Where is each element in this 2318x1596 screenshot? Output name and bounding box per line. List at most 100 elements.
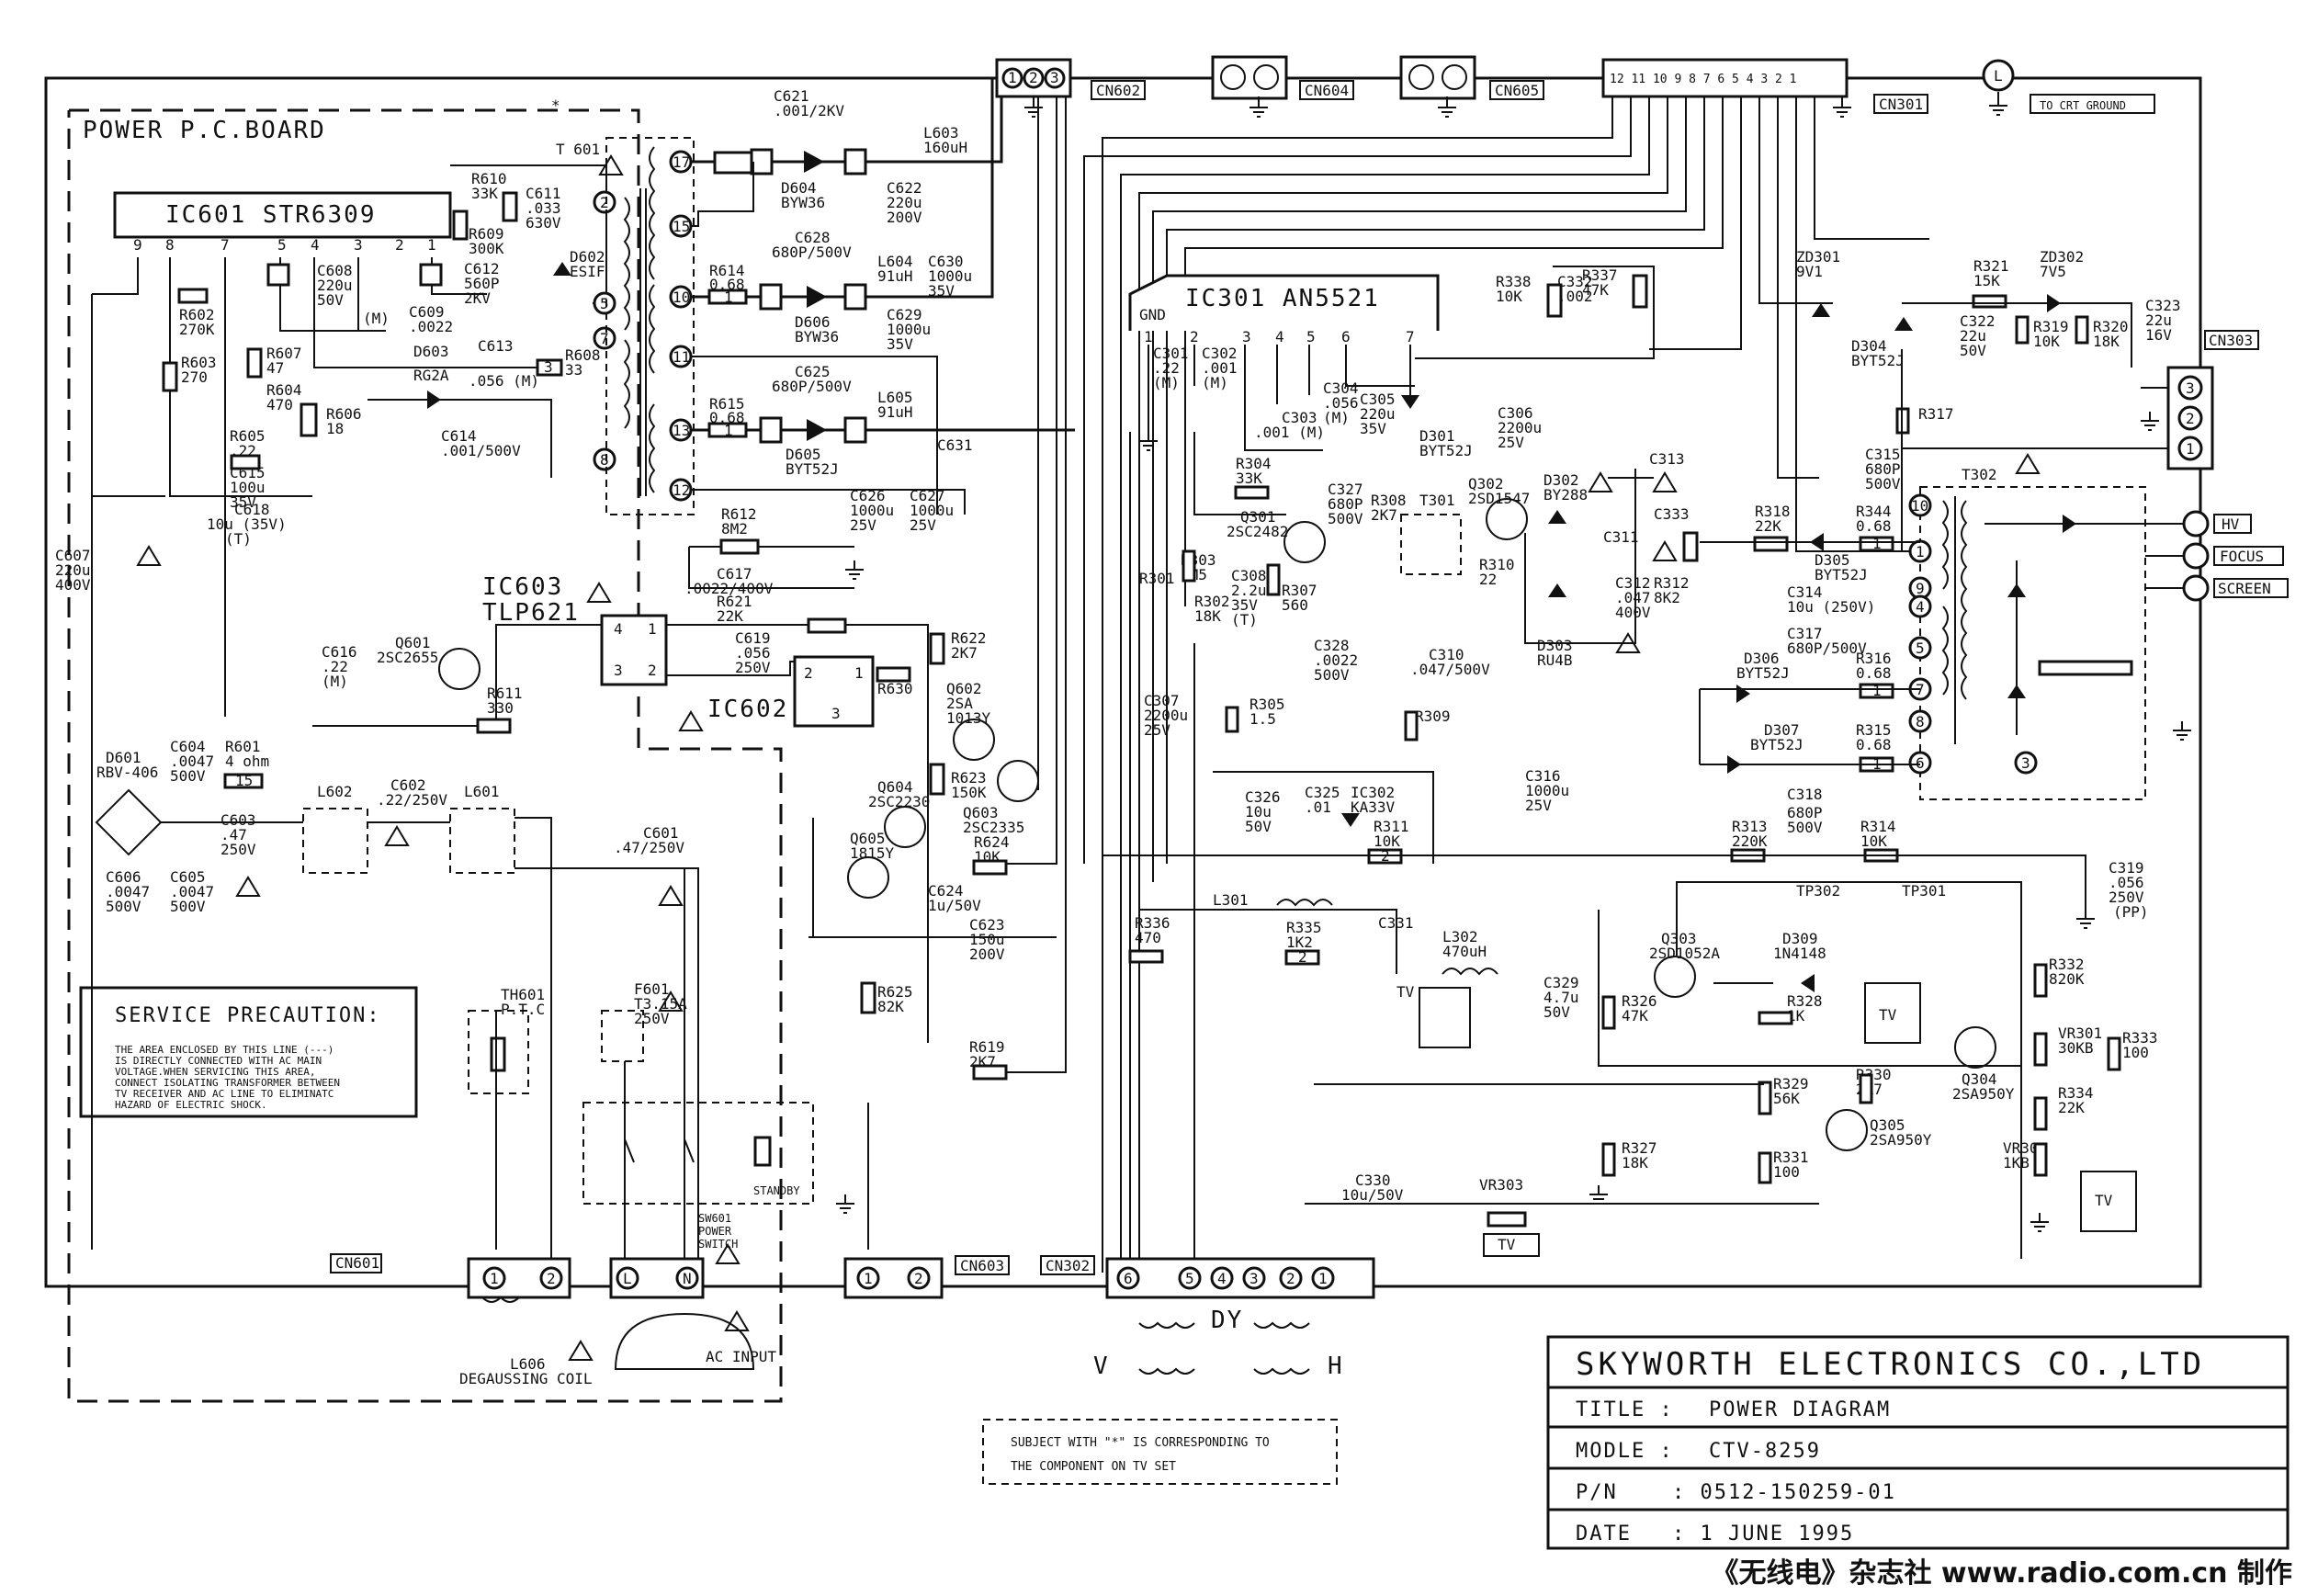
svg-text:P.T.C: P.T.C [501, 1001, 545, 1018]
svg-text:6: 6 [1916, 754, 1925, 772]
svg-text:R630: R630 [877, 680, 913, 697]
flyback-outputs: HV FOCUS SCREEN [2145, 510, 2289, 602]
svg-text:C617: C617 [717, 565, 752, 583]
svg-text:R318: R318 [1755, 503, 1791, 520]
svg-text:C314: C314 [1787, 583, 1823, 601]
svg-text:7: 7 [220, 236, 230, 254]
svg-text:2: 2 [648, 662, 657, 679]
svg-text:560: 560 [1282, 596, 1308, 614]
model-number: CTV-8259 [1709, 1440, 1821, 1463]
svg-text:C318: C318 [1787, 786, 1823, 803]
svg-text:10K: 10K [1860, 832, 1887, 850]
svg-text:3: 3 [354, 236, 363, 254]
svg-text:R304: R304 [1236, 455, 1272, 472]
svg-text:BYT52J: BYT52J [1815, 566, 1868, 583]
svg-text:330: 330 [487, 699, 514, 717]
svg-text:.056: .056 [2109, 874, 2144, 891]
svg-text:C602: C602 [390, 776, 426, 794]
svg-text:.47/250V: .47/250V [614, 839, 684, 856]
svg-text:C611: C611 [526, 185, 561, 202]
svg-text:1: 1 [1916, 543, 1925, 560]
svg-text:D601: D601 [106, 749, 141, 766]
svg-text:BYT52J: BYT52J [1736, 664, 1790, 682]
svg-text:2200u: 2200u [1498, 419, 1542, 436]
svg-text:BYW36: BYW36 [795, 328, 839, 345]
svg-text:200V: 200V [969, 945, 1005, 963]
svg-text:TV: TV [1879, 1006, 1897, 1024]
svg-text:22u: 22u [1960, 327, 1986, 345]
svg-text:C626: C626 [850, 487, 886, 504]
svg-text:C325: C325 [1305, 784, 1340, 801]
svg-text:R316: R316 [1856, 650, 1892, 667]
svg-text:RU4B: RU4B [1537, 651, 1573, 669]
svg-text:6: 6 [1341, 328, 1351, 345]
svg-text:R610: R610 [471, 170, 507, 187]
svg-text:R337: R337 [1582, 266, 1618, 284]
screen-label: SCREEN [2218, 580, 2271, 597]
svg-text:C631: C631 [937, 436, 973, 454]
svg-text:3: 3 [614, 662, 623, 679]
svg-text:*: * [551, 96, 560, 114]
svg-text:2SC2482: 2SC2482 [1227, 523, 1288, 540]
svg-text:13: 13 [673, 422, 690, 439]
svg-text:R317: R317 [1918, 405, 1954, 423]
cn301: 12 11 10 9 8 7 6 5 4 3 2 1 CN301 L TO CR… [1601, 58, 2155, 114]
svg-text:300K: 300K [469, 240, 504, 257]
svg-text:10: 10 [673, 289, 690, 306]
svg-text:5: 5 [600, 295, 609, 312]
svg-text:1: 1 [864, 1270, 873, 1287]
svg-text:5: 5 [1916, 640, 1925, 657]
svg-text:GND: GND [1139, 306, 1166, 323]
svg-text:CN303: CN303 [2209, 332, 2253, 349]
svg-text:220u: 220u [1360, 405, 1396, 423]
svg-text:R604: R604 [266, 381, 302, 399]
svg-text:F601: F601 [634, 980, 670, 998]
svg-text:2K7: 2K7 [969, 1053, 996, 1070]
svg-text:C332: C332 [1557, 273, 1593, 290]
svg-text:THE COMPONENT ON TV SET: THE COMPONENT ON TV SET [1011, 1460, 1176, 1474]
svg-text:22u: 22u [2145, 311, 2172, 329]
svg-text:CN302: CN302 [1046, 1257, 1090, 1274]
svg-text:IC602: IC602 [707, 696, 788, 723]
svg-text:BYT52J: BYT52J [1750, 736, 1804, 753]
svg-text:C306: C306 [1498, 404, 1533, 422]
svg-text:4 ohm: 4 ohm [225, 753, 269, 770]
svg-text:Q301: Q301 [1240, 508, 1276, 526]
svg-text:1000u: 1000u [910, 502, 954, 519]
svg-text:C328: C328 [1314, 637, 1350, 654]
svg-text:IC302: IC302 [1351, 784, 1395, 801]
svg-text:25V: 25V [910, 516, 936, 534]
svg-text:P/N: P/N [1576, 1481, 1618, 1504]
svg-text:HAZARD OF ELECTRIC SHOCK.: HAZARD OF ELECTRIC SHOCK. [115, 1099, 267, 1111]
svg-text:C308: C308 [1231, 567, 1267, 584]
svg-text:R607: R607 [266, 345, 302, 362]
svg-text:R334: R334 [2058, 1084, 2094, 1102]
svg-text:C623: C623 [969, 916, 1005, 934]
svg-text:.0022: .0022 [409, 318, 453, 335]
ic601-label: IC601 STR6309 [165, 201, 377, 229]
svg-text:250V: 250V [634, 1010, 670, 1027]
svg-text:R623: R623 [951, 769, 987, 787]
svg-text:1013Y: 1013Y [946, 709, 991, 727]
svg-text:220u: 220u [317, 277, 353, 294]
svg-text:680P/500V: 680P/500V [1787, 640, 1867, 657]
svg-text:C307: C307 [1144, 692, 1180, 709]
svg-text:35V: 35V [1360, 420, 1386, 437]
svg-text:C629: C629 [887, 306, 922, 323]
svg-text:1K2: 1K2 [1286, 934, 1313, 951]
svg-text:2200u: 2200u [1144, 707, 1188, 724]
svg-text:160uH: 160uH [923, 139, 967, 156]
svg-text:C301: C301 [1153, 345, 1189, 362]
svg-text:91uH: 91uH [877, 403, 913, 421]
svg-text:3: 3 [1242, 328, 1251, 345]
svg-text:270: 270 [181, 368, 208, 386]
svg-text:C333: C333 [1654, 505, 1690, 523]
